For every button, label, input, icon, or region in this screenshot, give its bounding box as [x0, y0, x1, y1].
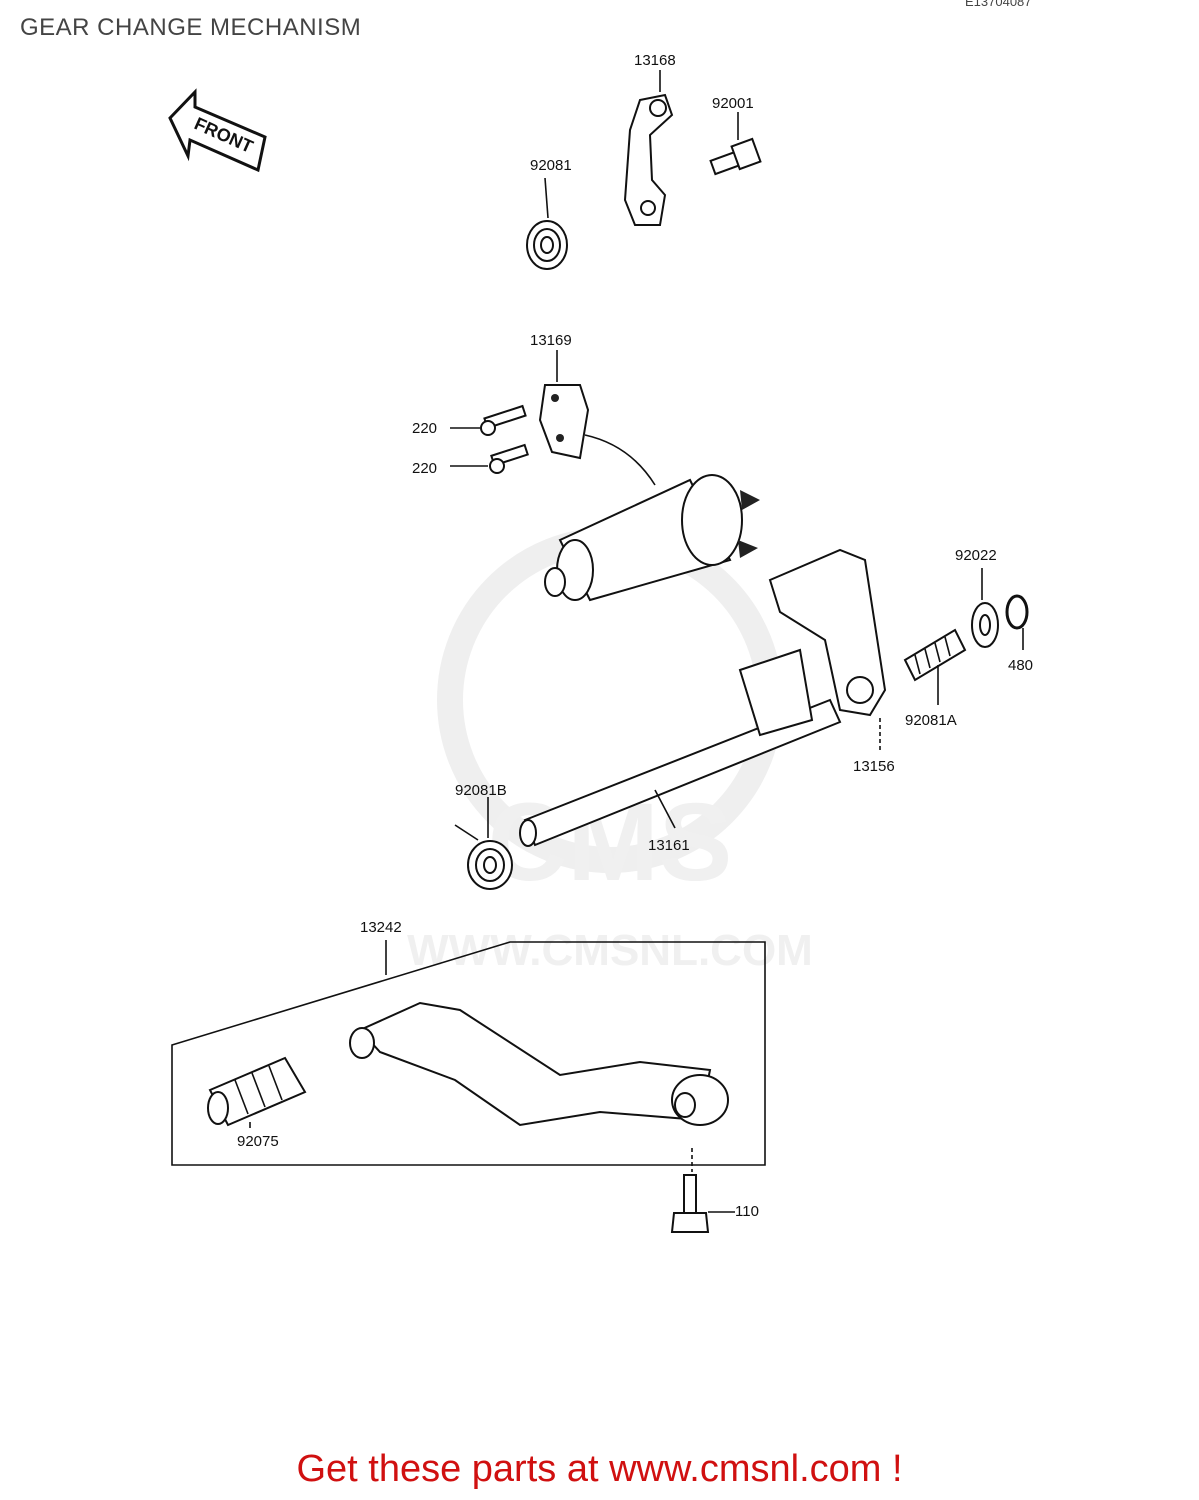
- part-110-bolt: [670, 1148, 735, 1233]
- part-92022-washer: [971, 568, 999, 648]
- label-13156: 13156: [853, 758, 895, 775]
- label-92081: 92081: [530, 157, 572, 174]
- label-92081A: 92081A: [905, 712, 957, 729]
- label-220-lower: 220: [412, 460, 437, 477]
- page-title: GEAR CHANGE MECHANISM: [20, 14, 362, 41]
- label-220-upper: 220: [412, 420, 437, 437]
- part-shift-drum: [544, 474, 760, 602]
- part-13161-shaft: [519, 648, 842, 847]
- part-220-screw-upper: [450, 404, 527, 436]
- label-480: 480: [1008, 657, 1033, 674]
- label-13169: 13169: [530, 332, 572, 349]
- promo-link[interactable]: Get these parts at www.cmsnl.com !: [296, 1448, 903, 1490]
- label-92001: 92001: [712, 95, 754, 112]
- part-92075-rubber: [207, 1056, 307, 1128]
- part-92081B-spring: [454, 797, 513, 890]
- label-92075: 92075: [237, 1133, 279, 1150]
- label-110: 110: [735, 1203, 759, 1220]
- front-direction-arrow: FRONT: [168, 88, 267, 173]
- part-13168-lever: [623, 70, 674, 226]
- exploded-parts-diagram: CMS WWW.CMSNL.COM FRONT 13168 92001 9208…: [168, 52, 1033, 1233]
- part-shift-pedal: [349, 1001, 729, 1127]
- part-13169-plate: [538, 350, 656, 486]
- part-92001-bolt: [709, 112, 762, 176]
- part-220-screw-lower: [450, 443, 529, 474]
- diagram-id: E13704087: [965, 0, 1032, 9]
- part-13242-assembly-frame: [171, 940, 766, 1166]
- part-480-circlip: [1005, 594, 1029, 650]
- label-13168: 13168: [634, 52, 676, 69]
- part-92081-spring: [526, 177, 568, 270]
- label-92081B: 92081B: [455, 782, 507, 799]
- label-13161: 13161: [648, 837, 690, 854]
- part-13156-plate: [768, 548, 887, 750]
- watermark-url: WWW.CMSNL.COM: [407, 926, 813, 975]
- part-92081A-spring: [903, 628, 967, 705]
- label-13242: 13242: [360, 919, 402, 936]
- label-92022: 92022: [955, 547, 997, 564]
